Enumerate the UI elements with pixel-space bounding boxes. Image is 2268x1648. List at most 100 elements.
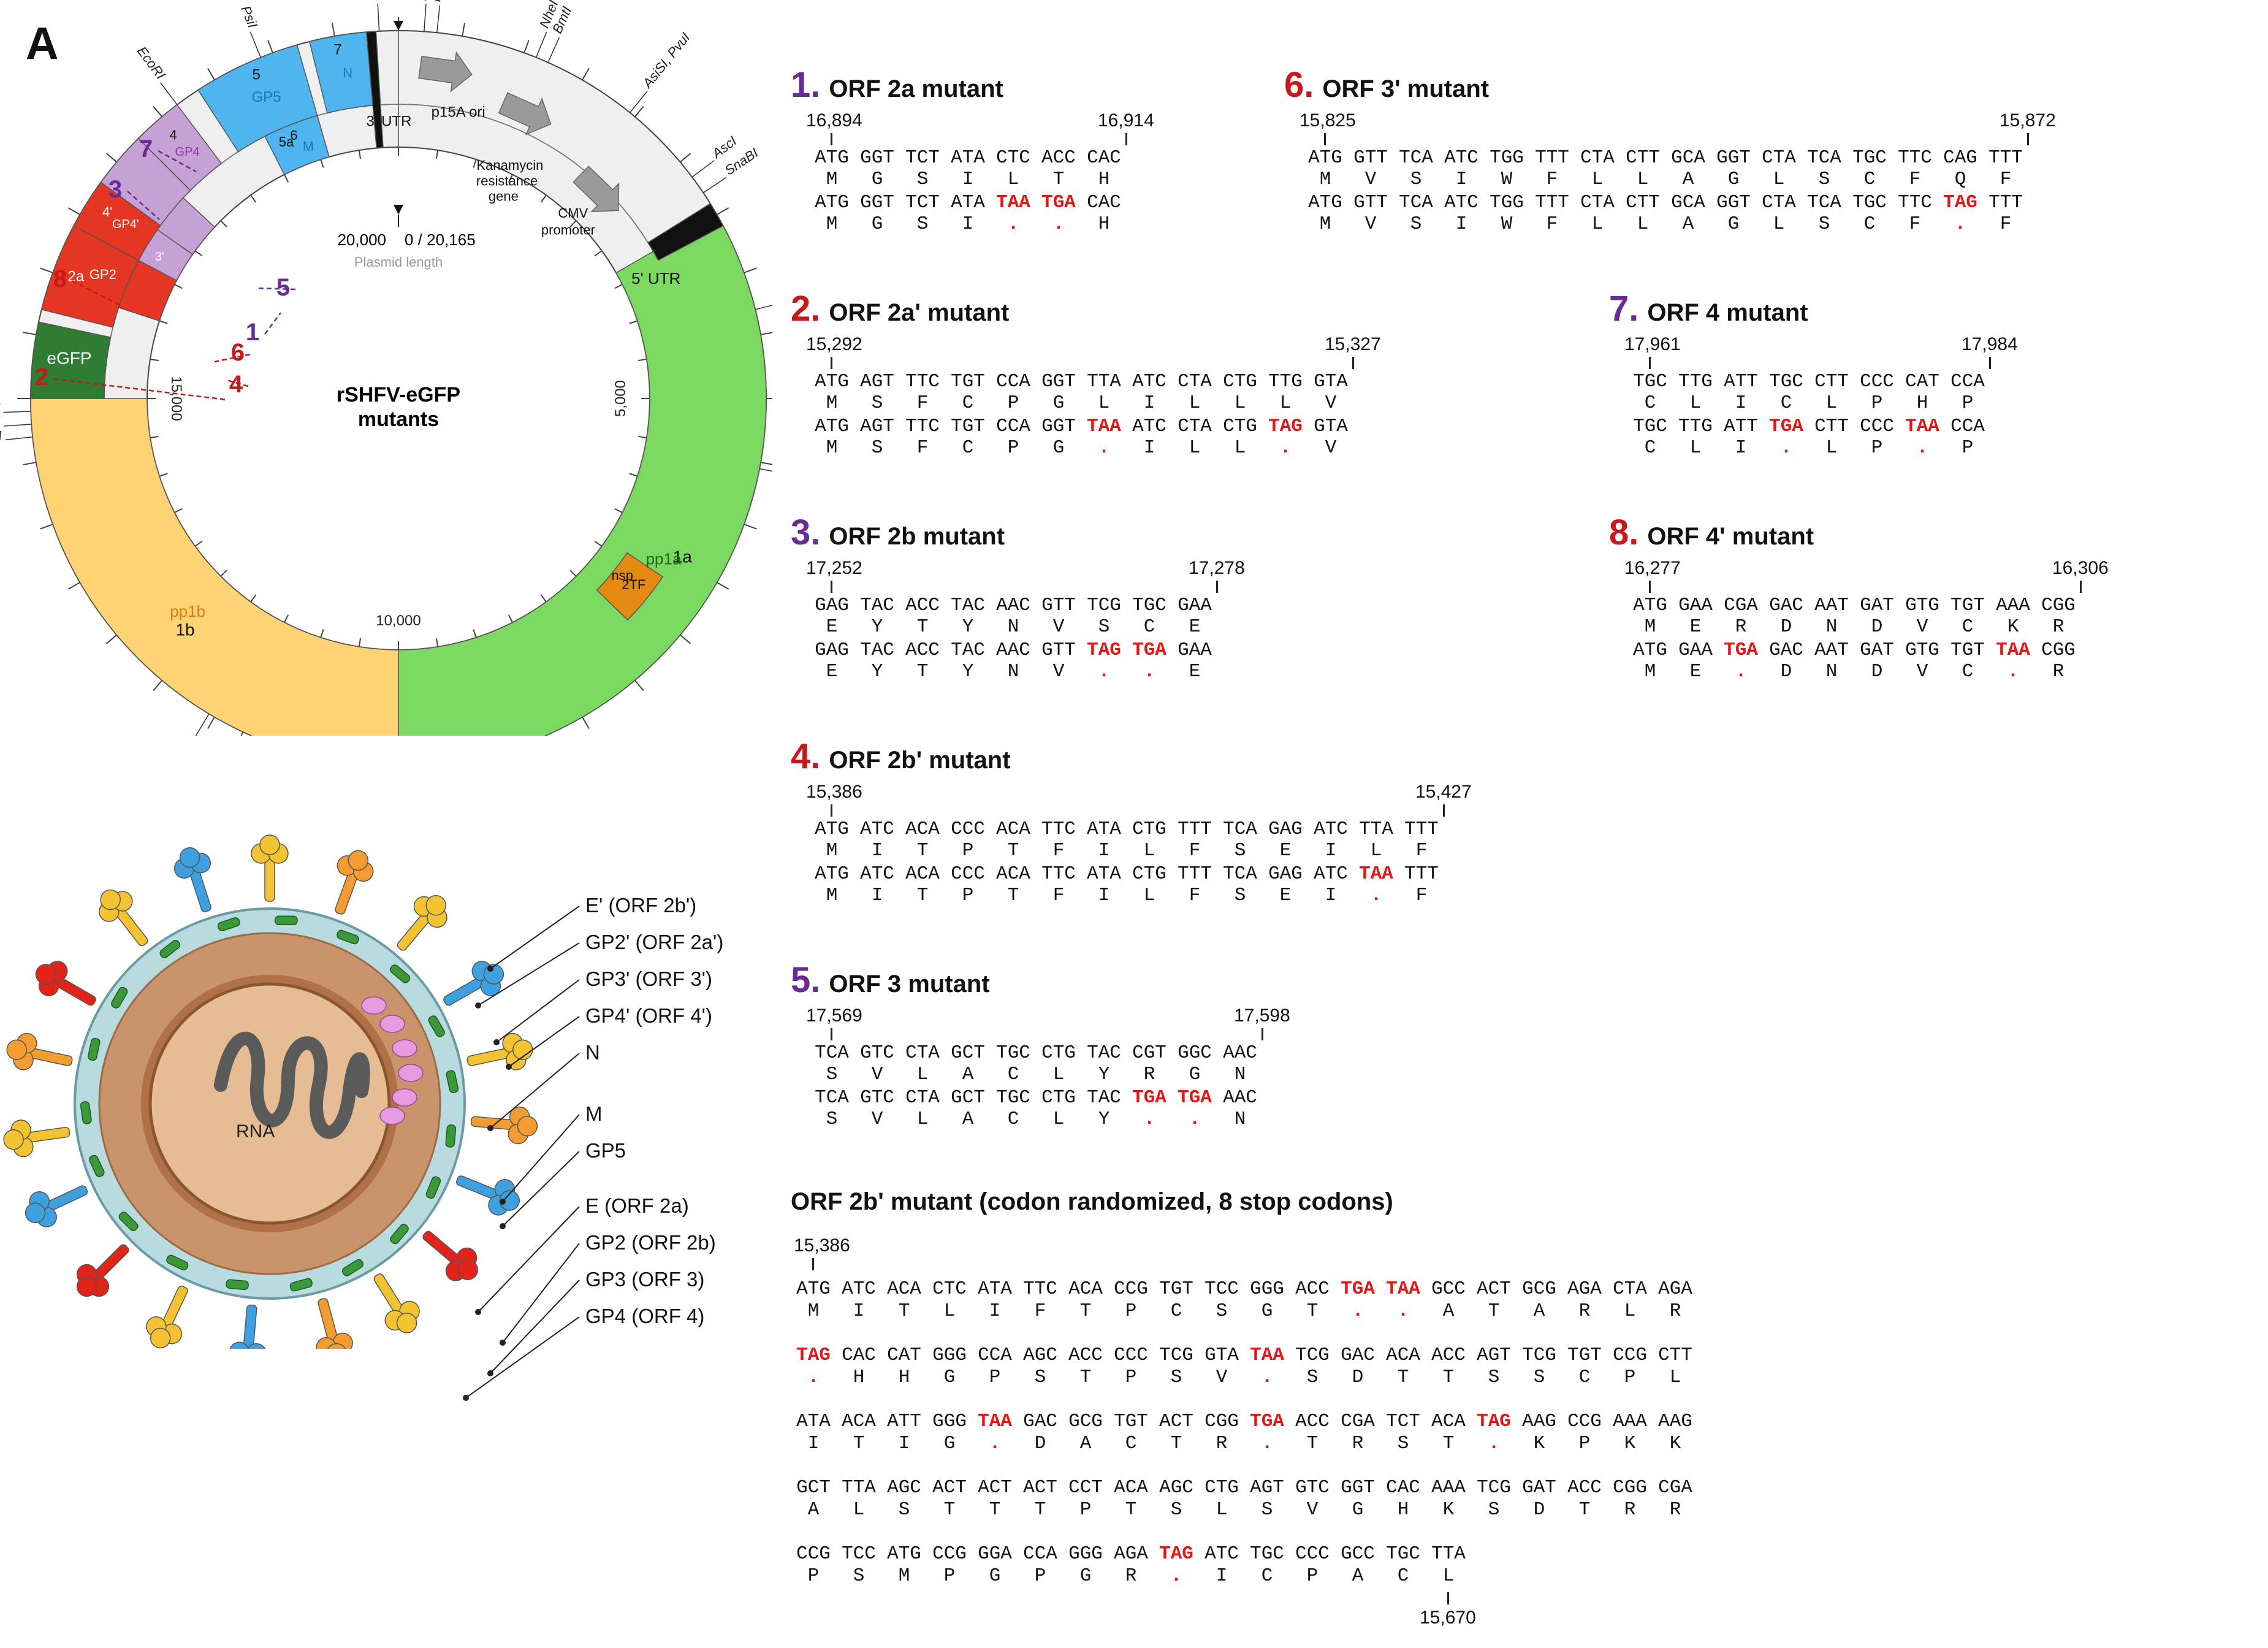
glycoprotein — [76, 1244, 129, 1297]
codon: TTC — [905, 416, 940, 437]
amino-acid: S — [1216, 1300, 1228, 1322]
mutant-title: 1.ORF 2a mutant — [791, 64, 1003, 105]
codon: TAG — [1268, 416, 1303, 437]
codon: CGG — [1204, 1411, 1239, 1432]
codon: TGT — [951, 371, 985, 392]
end-position: 17,598 — [1234, 1005, 1290, 1026]
glycoprotein-stem — [470, 1116, 515, 1131]
amino-acid: F — [1052, 840, 1065, 861]
amino-acid: Y — [962, 616, 974, 638]
amino-acid: I — [962, 169, 974, 190]
amino-acid: P — [1007, 437, 1019, 459]
codon: GGT — [860, 192, 894, 213]
amino-acid: P — [1578, 1433, 1591, 1454]
amino-acid: D — [1034, 1433, 1046, 1454]
enzyme-label: PsiI — [238, 4, 261, 30]
amino-acid: R — [1669, 1300, 1681, 1322]
inner-tick — [614, 508, 623, 514]
promoter-label: promoter — [541, 223, 595, 238]
amino-acid: H — [1397, 1499, 1409, 1520]
enzyme-tick — [424, 4, 427, 32]
amino-acid: P — [1871, 437, 1883, 459]
amino-acid: R — [1735, 616, 1747, 638]
glycoprotein-head-top — [326, 1343, 347, 1349]
codon: ACC — [1295, 1411, 1330, 1432]
codon: GGA — [978, 1543, 1012, 1565]
amino-acid: L — [853, 1499, 865, 1520]
callout-number: 7 — [139, 135, 153, 162]
amino-acid: T — [853, 1433, 865, 1454]
mutant-number: 1. — [791, 65, 821, 105]
amino-acid: P — [1624, 1367, 1636, 1388]
end-tick — [1989, 357, 1991, 369]
kan-label-3: gene — [489, 189, 519, 204]
outer-tick — [582, 717, 590, 730]
codon: ATA — [1087, 863, 1121, 885]
outer-tick — [717, 207, 729, 215]
amino-acid: G — [1352, 1499, 1364, 1520]
outer-tick — [717, 582, 729, 590]
amino-acid: C — [1578, 1367, 1591, 1388]
amino-acid: P — [943, 1565, 956, 1587]
virion-diagram: RNA — [3, 834, 538, 1349]
codon: TTG — [1268, 371, 1303, 392]
amino-acid: G — [989, 1565, 1001, 1587]
inner-tick — [320, 159, 324, 168]
amino-acid: K — [1533, 1433, 1545, 1454]
glycoprotein-head-top — [76, 1276, 97, 1297]
amino-acid: T — [1034, 1499, 1046, 1520]
glycoprotein — [173, 847, 211, 912]
codon: GAG — [815, 595, 849, 616]
center-num-20000: 20,000 — [337, 231, 386, 249]
outer-tick — [760, 462, 772, 465]
codon: ATC — [842, 1278, 876, 1300]
codon: TTT — [1178, 818, 1212, 840]
enzyme-tick — [160, 82, 178, 105]
codon: ATA — [796, 1411, 831, 1432]
glycoprotein-stem — [373, 1273, 403, 1313]
end-tick — [1352, 357, 1354, 369]
codon: TGC — [1633, 416, 1667, 437]
amino-acid: T — [1052, 169, 1065, 190]
amino-acid: T — [1170, 1433, 1182, 1454]
inner-tick — [629, 473, 638, 477]
codon: TAC — [1087, 1042, 1121, 1064]
gp2-label: GP2 — [89, 267, 116, 282]
e-protein — [342, 1259, 363, 1276]
amino-acid: F — [1052, 885, 1065, 906]
amino-acid: L — [1825, 392, 1838, 414]
orf6-segment — [264, 115, 330, 175]
mutant-name: ORF 2b' mutant — [829, 747, 1011, 774]
amino-acid: E — [1689, 661, 1702, 682]
codon: GTT — [1041, 639, 1076, 661]
amino-acid: C — [1863, 213, 1876, 235]
codon: CCC — [1114, 1345, 1148, 1366]
codon: CGA — [1724, 595, 1758, 616]
enzyme-label: PpiI — [428, 0, 446, 2]
inner-tick — [473, 629, 477, 638]
codon: GGT — [1716, 192, 1751, 213]
outer-tick — [105, 634, 118, 644]
codon: GGG — [1068, 1543, 1103, 1565]
e-protein — [275, 915, 298, 925]
codon: AAC — [996, 595, 1030, 616]
codon: GGT — [1341, 1477, 1375, 1498]
mutant-name: ORF 4 mutant — [1647, 299, 1808, 326]
codon: GCT — [951, 1087, 985, 1108]
amino-acid: W — [1501, 213, 1513, 235]
egfp-label: eGFP — [47, 349, 91, 368]
amino-acid: I — [871, 840, 883, 861]
mutant-title: 5.ORF 3 mutant — [791, 959, 990, 1001]
plasmid-length-label: Plasmid length — [354, 254, 443, 270]
e-protein — [88, 1037, 101, 1061]
orf5a-label: 5a — [279, 134, 294, 150]
e-protein — [390, 964, 411, 983]
